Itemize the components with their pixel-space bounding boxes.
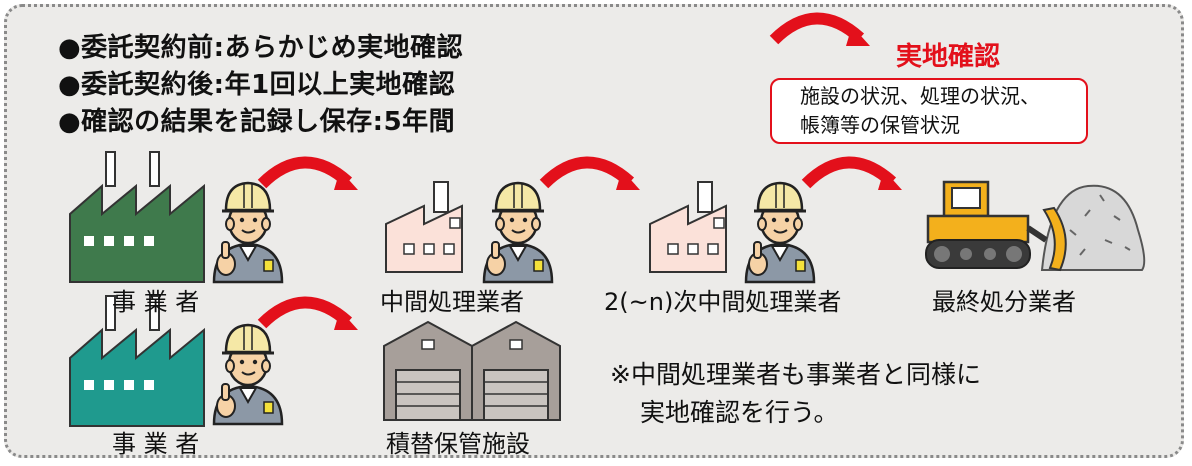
- curved-arrow-icon: [774, 18, 870, 46]
- label-generator: 事 業 者: [112, 288, 200, 316]
- processing-plant-icon: [385, 181, 463, 273]
- label-intermediate-processor: 中間処理業者: [380, 288, 524, 316]
- warehouse-icon: [383, 320, 561, 421]
- footnote-line: ※中間処理業者も事業者と同様に: [610, 360, 981, 389]
- footnote: ※中間処理業者も事業者と同様に 実地確認を行う。: [610, 356, 981, 432]
- inspection-items-box: [770, 78, 1088, 144]
- curved-arrow-icon: [544, 162, 640, 190]
- curved-arrow-icon: [262, 162, 358, 190]
- label-final-disposal: 最終処分業者: [932, 288, 1076, 316]
- processing-plant-icon: [649, 181, 727, 273]
- factory-icon: [69, 151, 205, 283]
- label-secondary-processor: 2(~n)次中間処理業者: [604, 288, 842, 316]
- worker-icon: [212, 181, 284, 284]
- bulldozer-icon: [925, 180, 1146, 272]
- curved-arrow-icon: [806, 162, 902, 190]
- worker-icon: [482, 181, 554, 284]
- worker-icon: [744, 181, 816, 284]
- requirement-before-contract: ●委託契約前:あらかじめ実地確認: [58, 33, 464, 63]
- inspection-items-line: 施設の状況、処理の状況、: [800, 84, 1040, 108]
- inspection-items-text: 施設の状況、処理の状況、 帳簿等の保管状況: [800, 82, 1040, 140]
- worker-icon: [212, 323, 284, 426]
- curved-arrow-icon: [262, 302, 358, 330]
- label-transfer-storage: 積替保管施設: [386, 430, 530, 458]
- inspection-items-line: 帳簿等の保管状況: [800, 113, 960, 137]
- label-generator-2: 事 業 者: [112, 430, 200, 458]
- requirement-list: ●委託契約前:あらかじめ実地確認 ●委託契約後:年1回以上実地確認 ●確認の結果…: [58, 30, 463, 141]
- footnote-line: 実地確認を行う。: [640, 398, 839, 427]
- requirement-record-keeping: ●確認の結果を記録し保存:5年間: [58, 107, 456, 137]
- requirement-after-contract: ●委託契約後:年1回以上実地確認: [58, 70, 456, 100]
- site-inspection-title: 実地確認: [896, 42, 1001, 72]
